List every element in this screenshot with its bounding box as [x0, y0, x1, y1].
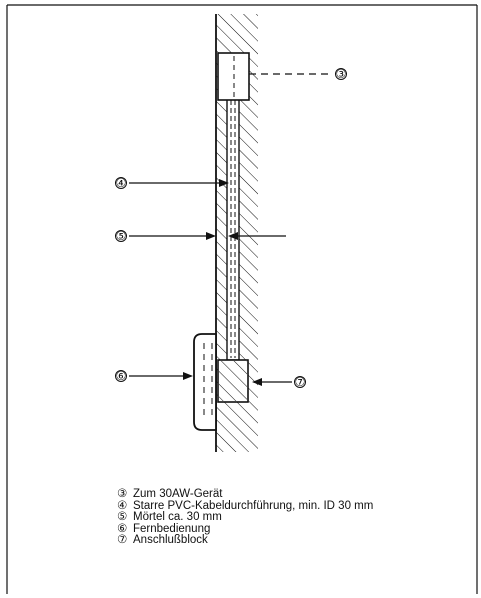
conduit-pipe [226, 97, 240, 361]
arrow-5-right-head [228, 232, 238, 240]
arrow-7-head [252, 378, 262, 386]
callout-3-circle [335, 68, 347, 80]
callout-3-label: ③ [336, 67, 347, 81]
remote-controller [193, 333, 217, 431]
legend-marker: ④ [117, 499, 128, 512]
callout-5-circle [115, 230, 127, 242]
terminal-block-hatch [219, 361, 247, 401]
callout-6-circle [115, 370, 127, 382]
legend: ③ Zum 30AW-Gerät ④ Starre PVC-Kabeldurchfü… [117, 488, 477, 547]
legend-marker: ③ [117, 488, 128, 500]
legend-item: ⑤ Mörtel ca. 30 mm [117, 511, 477, 524]
legend-item: ⑥ Fernbedienung [117, 522, 477, 536]
callout-4-circle [115, 177, 127, 189]
legend-text: Anschlußblock [133, 534, 208, 547]
legend-marker: ⑥ [117, 522, 128, 535]
legend-text: Starre PVC-Kabeldurchführung, min. ID 30… [133, 499, 374, 512]
callout-4-label: ④ [116, 176, 127, 190]
callout-7-label: ⑦ [295, 375, 306, 389]
legend-marker: ⑦ [117, 534, 128, 547]
arrow-4-head [219, 179, 229, 187]
legend-text: Zum 30AW-Gerät [133, 488, 223, 500]
legend-marker: ⑤ [117, 511, 128, 524]
arrow-5-left-head [206, 232, 216, 240]
callout-5-label: ⑤ [116, 229, 127, 243]
callout-7-circle [294, 376, 306, 388]
arrow-6-head [183, 372, 193, 380]
legend-item: ④ Starre PVC-Kabeldurchführung, min. ID 3… [117, 499, 477, 513]
legend-text: Fernbedienung [133, 522, 211, 535]
legend-item: ⑦ Anschlußblock [117, 535, 477, 547]
legend-item: ③ Zum 30AW-Gerät [117, 488, 477, 501]
callout-6-label: ⑥ [116, 369, 127, 383]
legend-text: Mörtel ca. 30 mm [133, 511, 222, 524]
